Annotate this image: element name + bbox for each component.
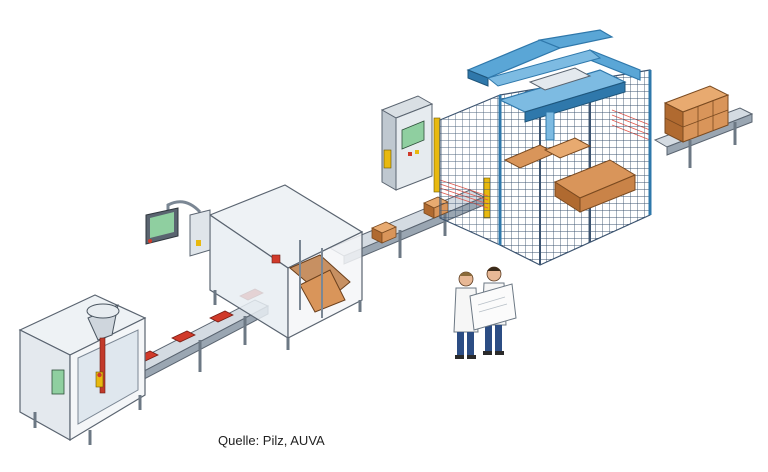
- hmi-panel-icon: [145, 200, 202, 245]
- control-cabinet: [380, 95, 434, 191]
- packaging-machine: [208, 184, 364, 350]
- loaded-pallet: [663, 85, 730, 143]
- image-source-caption: Quelle: Pilz, AUVA: [218, 433, 325, 448]
- filling-machine: [18, 294, 147, 445]
- gantry-robot: [466, 29, 652, 245]
- engineers: [453, 266, 517, 359]
- engineer-left: [453, 271, 479, 359]
- control-cabinet-icon: [189, 209, 211, 257]
- emergency-stop-icon: [95, 371, 104, 388]
- blueprint-sheet: [469, 283, 517, 331]
- palletizer-cell: [439, 29, 652, 266]
